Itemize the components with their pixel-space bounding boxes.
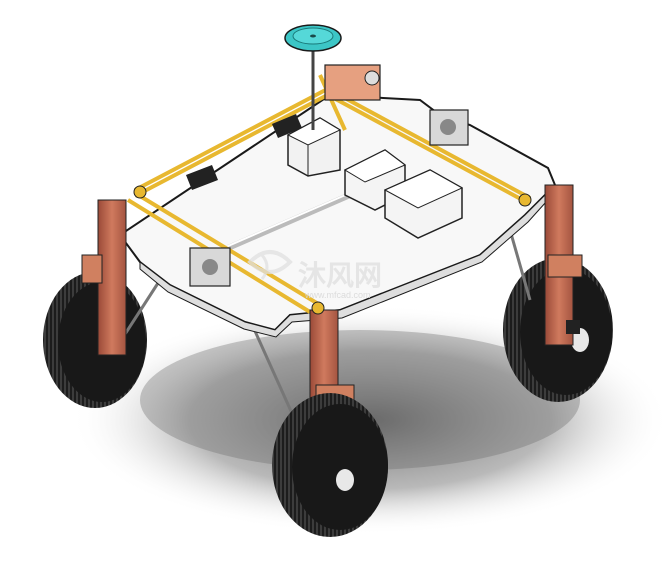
control-box — [286, 117, 342, 177]
steering-motor-rear — [429, 109, 469, 146]
battery-block-2 — [383, 169, 464, 239]
pulley — [311, 301, 325, 315]
drive-shaft-highlight — [204, 192, 351, 257]
belt-tensioner-2 — [272, 114, 302, 138]
rear-top-bracket — [324, 64, 381, 101]
steering-motor-front — [189, 247, 231, 287]
beacon-disc — [284, 24, 342, 52]
strut — [248, 319, 297, 421]
front-right-leg — [544, 184, 583, 346]
front-wheel — [272, 393, 388, 537]
rear-left-wheel — [43, 272, 147, 408]
pulley — [518, 193, 532, 207]
strut — [508, 229, 532, 301]
belt-tensioner-1 — [186, 165, 218, 190]
front-left-leg — [81, 199, 127, 356]
pulley — [133, 185, 147, 199]
floor-shadow-core — [140, 330, 580, 470]
